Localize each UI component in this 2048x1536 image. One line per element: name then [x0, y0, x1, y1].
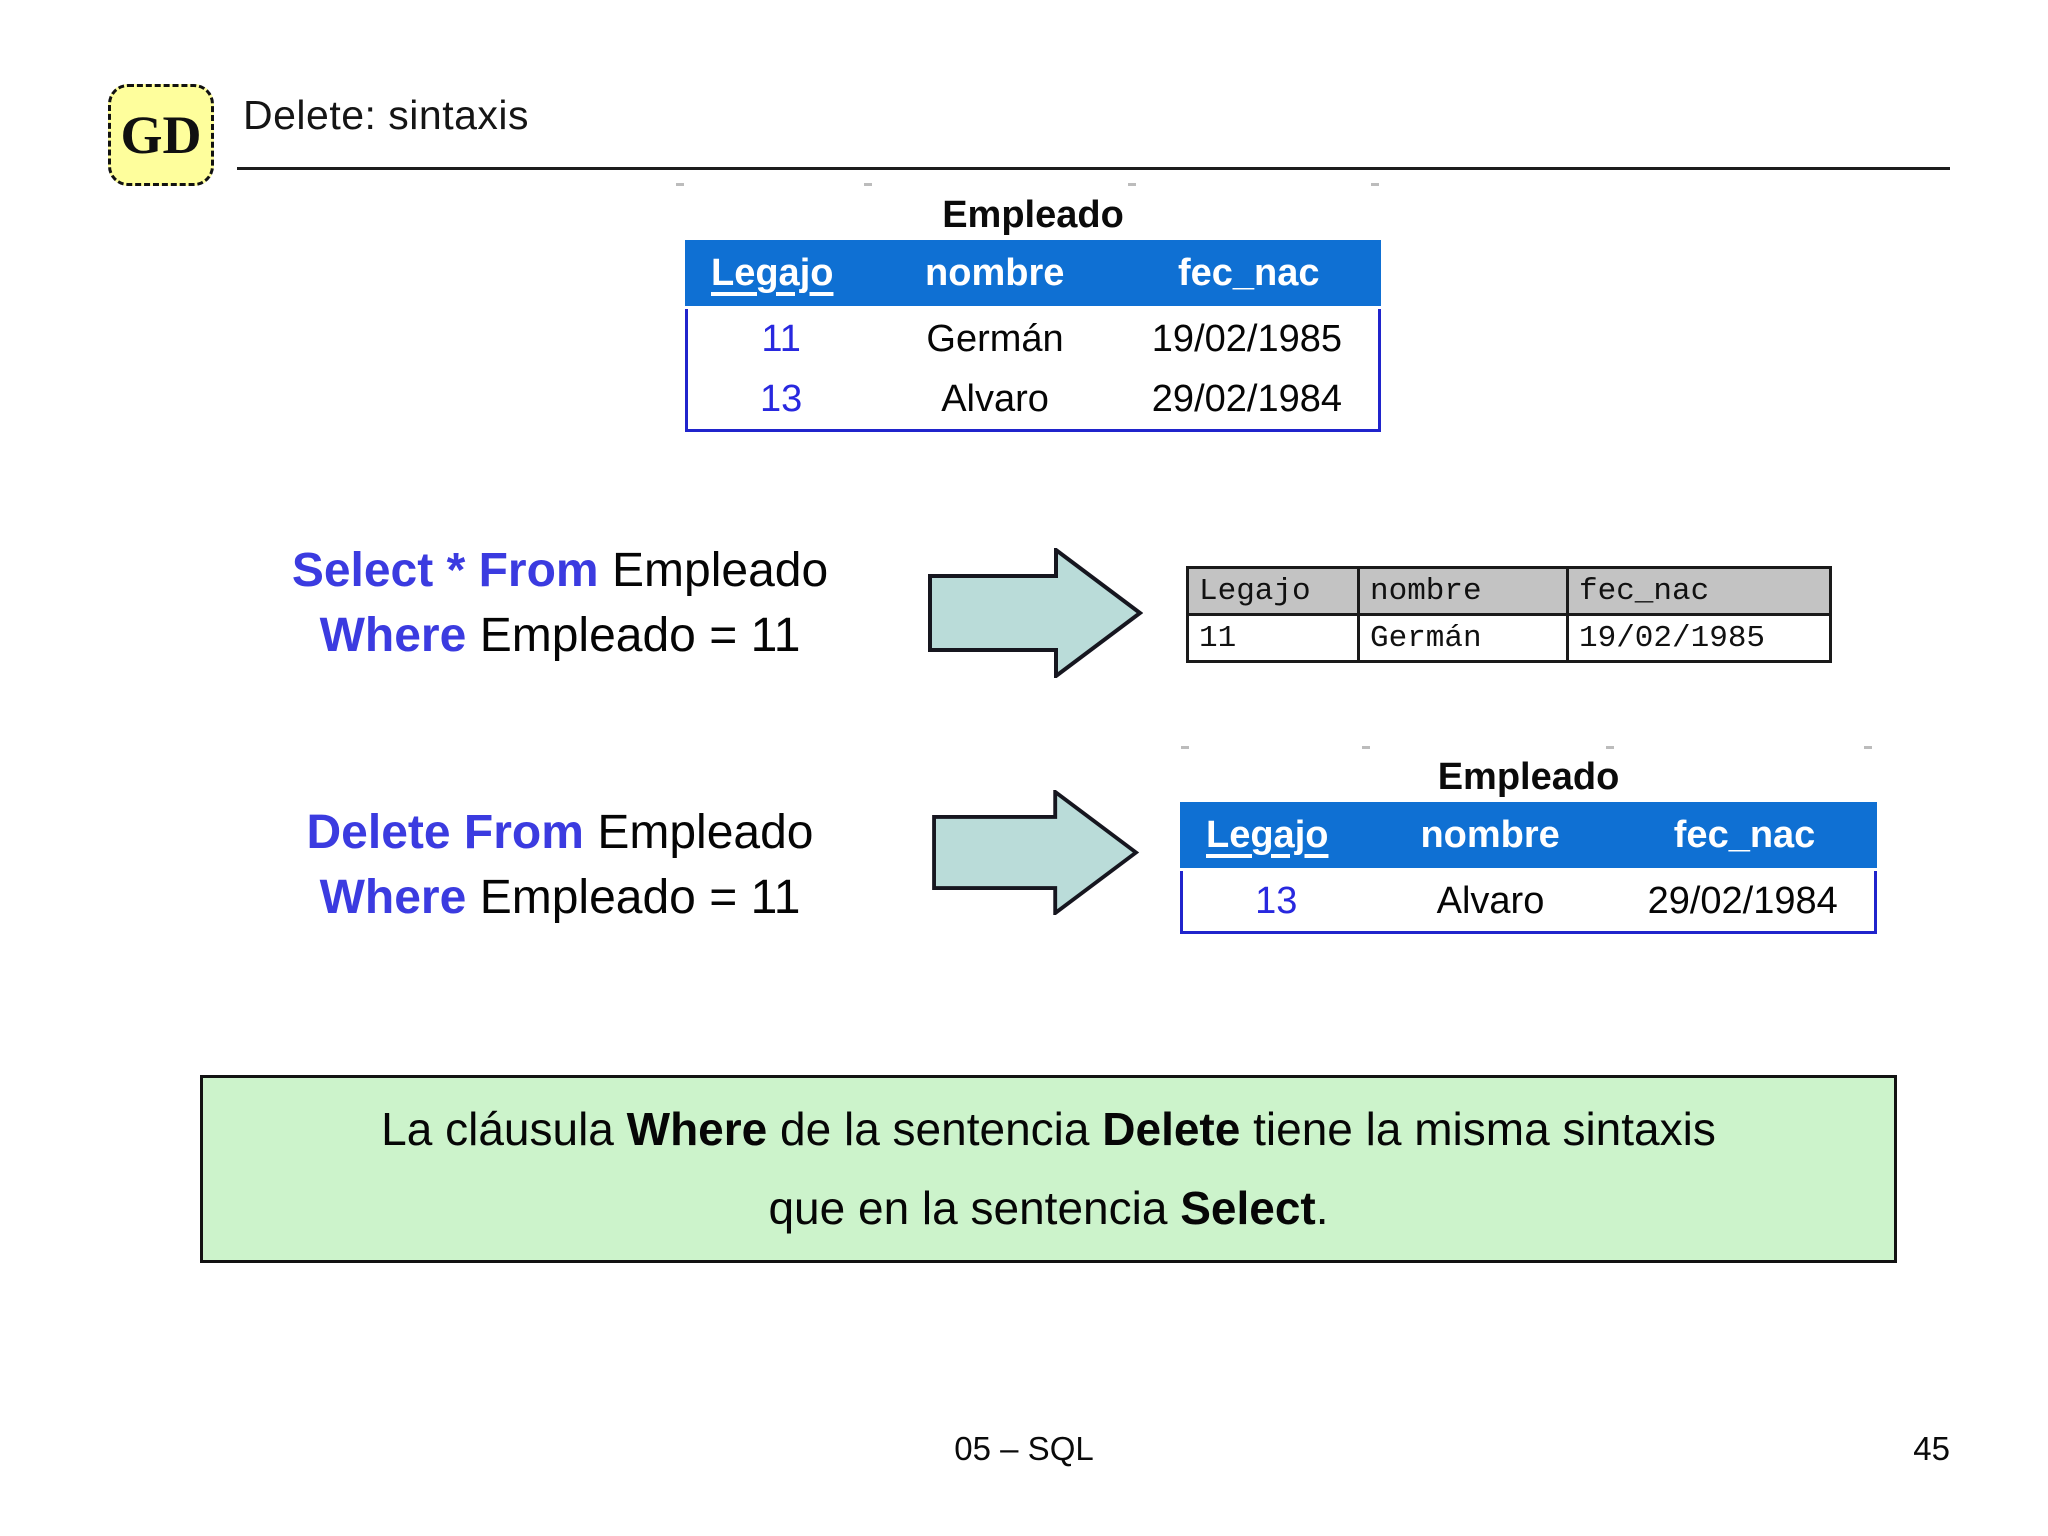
column-guide-dot — [1128, 183, 1136, 186]
cell-fec-nac: 29/02/1984 — [1647, 879, 1838, 922]
title-rule — [237, 167, 1950, 170]
cell-nombre: Alvaro — [1436, 879, 1545, 922]
column-header-legajo: Legajo — [711, 251, 834, 294]
note-segment: La cláusula — [381, 1102, 627, 1155]
result-header-nombre: nombre — [1357, 566, 1569, 616]
note-segment: que en la sentencia — [768, 1182, 1181, 1234]
column-guide-dot — [1864, 746, 1872, 749]
select-result-table: Legajo nombre fec_nac 11 Germán 19/02/19… — [1186, 566, 1832, 663]
course-logo-text: GD — [120, 105, 202, 165]
table-header-row: Legajo nombre fec_nac — [1180, 802, 1877, 868]
table-body: 13 Alvaro 29/02/1984 — [1180, 871, 1877, 934]
table-row: 13 Alvaro 29/02/1984 — [688, 369, 1378, 429]
note-segment: tiene la misma sintaxis — [1240, 1102, 1716, 1155]
result-cell-fec-nac: 19/02/1985 — [1566, 613, 1832, 663]
sql-keyword: Where — [319, 609, 467, 663]
table-row: 11 Germán 19/02/1985 — [688, 309, 1378, 369]
note-box: La cláusula Where de la sentencia Delete… — [200, 1075, 1897, 1263]
result-row: 11 Germán 19/02/1985 — [1186, 613, 1832, 663]
sql-text: Empleado — [612, 544, 829, 597]
table-row: 13 Alvaro 29/02/1984 — [1183, 871, 1874, 931]
cell-fec-nac: 19/02/1985 — [1151, 317, 1342, 360]
sql-text: Empleado = 11 — [479, 871, 801, 925]
course-logo: GD — [108, 84, 214, 186]
column-header-legajo: Legajo — [1206, 813, 1329, 856]
result-cell-legajo: 11 — [1186, 613, 1360, 663]
sql-text: Empleado — [597, 806, 814, 859]
arrow-right-icon — [928, 548, 1143, 678]
column-header-nombre: nombre — [925, 251, 1065, 294]
cell-legajo: 11 — [761, 317, 801, 360]
column-guide-dot — [676, 183, 684, 186]
table-body: 11 Germán 19/02/1985 13 Alvaro 29/02/198… — [685, 309, 1381, 432]
table-header-row: Legajo nombre fec_nac — [685, 240, 1381, 306]
note-segment: . — [1315, 1182, 1329, 1234]
cell-legajo: 13 — [1255, 879, 1298, 922]
cell-nombre: Alvaro — [941, 377, 1049, 420]
note-keyword-select: Select — [1180, 1182, 1316, 1234]
note-keyword-where: Where — [626, 1102, 768, 1155]
column-header-fec-nac: fec_nac — [1673, 813, 1816, 856]
empleado-table-before: Empleado Legajo nombre fec_nac 11 Germán… — [685, 190, 1381, 432]
result-cell-nombre: Germán — [1357, 613, 1569, 663]
column-guide-dot — [1181, 746, 1189, 749]
sql-text: Empleado = 11 — [479, 609, 801, 663]
page-number: 45 — [1913, 1430, 1950, 1467]
column-guide-dot — [864, 183, 872, 186]
column-guide-dot — [1371, 183, 1379, 186]
note-keyword-delete: Delete — [1102, 1102, 1241, 1155]
table-caption: Empleado — [942, 194, 1124, 236]
note-text: La cláusula Where de la sentencia Delete… — [381, 1090, 1716, 1248]
column-header-fec-nac: fec_nac — [1177, 251, 1320, 294]
cell-nombre: Germán — [926, 317, 1064, 360]
sql-keyword: Select * From — [291, 544, 599, 597]
note-segment: de la sentencia — [767, 1102, 1103, 1155]
result-header-fec-nac: fec_nac — [1566, 566, 1832, 616]
empleado-table-after: Empleado Legajo nombre fec_nac 13 Alvaro… — [1180, 752, 1877, 934]
footer-title: 05 – SQL — [954, 1430, 1094, 1467]
column-header-nombre: nombre — [1420, 813, 1560, 856]
table-caption: Empleado — [1437, 756, 1620, 798]
cell-legajo: 13 — [760, 377, 803, 420]
arrow-right-icon — [932, 790, 1140, 915]
result-header-legajo: Legajo — [1186, 566, 1360, 616]
sql-keyword: Where — [319, 871, 467, 925]
page-title: Delete: sintaxis — [243, 92, 530, 138]
sql-keyword: Delete From — [306, 806, 584, 859]
result-header-row: Legajo nombre fec_nac — [1186, 566, 1832, 616]
column-guide-dot — [1606, 746, 1614, 749]
column-guide-dot — [1362, 746, 1370, 749]
cell-fec-nac: 29/02/1984 — [1151, 377, 1342, 420]
